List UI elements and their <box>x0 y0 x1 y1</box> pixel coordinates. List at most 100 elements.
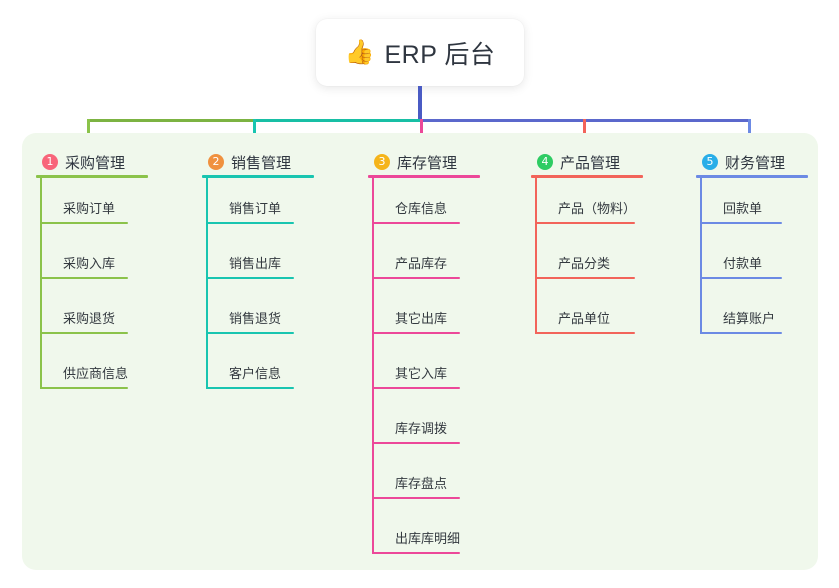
branch-item-rule <box>372 277 460 279</box>
branch-item[interactable]: 产品（物料） <box>531 175 636 230</box>
branch-header-rule-3 <box>368 175 480 178</box>
branch-item[interactable]: 产品分类 <box>531 230 635 285</box>
branch-spine-1 <box>40 175 42 389</box>
branch-badge-4: 4 <box>537 154 553 170</box>
branch-item[interactable]: 其它入库 <box>368 340 460 395</box>
root-node-title: ERP 后台 <box>384 40 496 69</box>
root-node-content: 👍 ERP 后台 <box>345 35 496 71</box>
branch-item-rule <box>700 332 782 334</box>
branch-item-rule <box>372 387 460 389</box>
branch-item-rule <box>535 222 635 224</box>
branch-item-rule <box>206 222 294 224</box>
branch-item-label: 其它入库 <box>395 366 448 381</box>
branch-item-rule <box>535 332 635 334</box>
branch-header-rule-2 <box>202 175 314 178</box>
branch-item[interactable]: 其它出库 <box>368 285 460 340</box>
branch-item[interactable]: 产品单位 <box>531 285 635 340</box>
branch-item-list-4: 产品（物料） 产品分类产品单位 <box>531 175 636 340</box>
branch-item-rule <box>206 387 294 389</box>
branch-item-label: 产品库存 <box>395 256 448 271</box>
branch-item-label: 库存调拨 <box>395 421 448 436</box>
branch-item-label: 仓库信息 <box>395 201 448 216</box>
branch-header-rule-5 <box>696 175 808 178</box>
branch-item-rule <box>700 277 782 279</box>
branch-column-2[interactable]: 2 销售管理销售订单销售出库销售退货客户信息 <box>202 149 314 395</box>
root-node[interactable]: 👍 ERP 后台 <box>316 19 524 86</box>
branch-badge-1: 1 <box>42 154 58 170</box>
branch-item-rule <box>206 332 294 334</box>
branch-item-label: 销售订单 <box>229 201 282 216</box>
branch-title-4: 产品管理 <box>560 154 621 172</box>
branch-item[interactable]: 销售退货 <box>202 285 294 340</box>
branch-spine-2 <box>206 175 208 389</box>
branch-header-2[interactable]: 2 销售管理 <box>202 149 314 178</box>
branch-item-label: 其它出库 <box>395 311 448 326</box>
branch-spine-5 <box>700 175 702 334</box>
branch-item[interactable]: 销售订单 <box>202 175 294 230</box>
branch-item-list-1: 采购订单采购入库采购退货供应商信息 <box>36 175 129 395</box>
branch-item[interactable]: 客户信息 <box>202 340 294 395</box>
branch-item-label: 采购订单 <box>63 201 116 216</box>
branch-item[interactable]: 库存调拨 <box>368 395 460 450</box>
branch-item-list-5: 回款单付款单结算账户 <box>696 175 785 340</box>
branch-item[interactable]: 采购退货 <box>36 285 128 340</box>
branch-title-2: 销售管理 <box>231 154 292 172</box>
branch-item[interactable]: 回款单 <box>696 175 785 230</box>
branch-item[interactable]: 采购订单 <box>36 175 128 230</box>
branch-item-rule <box>40 277 128 279</box>
branch-item-label: 回款单 <box>723 201 763 216</box>
branch-item-rule <box>535 277 635 279</box>
branch-badge-2: 2 <box>208 154 224 170</box>
branch-item-rule <box>40 222 128 224</box>
branch-item[interactable]: 产品库存 <box>368 230 460 285</box>
branch-item[interactable]: 供应商信息 <box>36 340 129 395</box>
branch-item-label: 结算账户 <box>723 311 776 326</box>
branch-item[interactable]: 付款单 <box>696 230 785 285</box>
thumbs-up-icon: 👍 <box>344 38 375 66</box>
branch-item-label: 产品单位 <box>558 311 611 326</box>
branch-item-rule <box>372 497 460 499</box>
branch-header-rule-1 <box>36 175 148 178</box>
branch-header-3[interactable]: 3 库存管理 <box>368 149 480 178</box>
branch-item[interactable]: 库存盘点 <box>368 450 460 505</box>
branch-item-rule <box>372 222 460 224</box>
branch-item[interactable]: 出库库明细 <box>368 505 461 560</box>
branch-item-rule <box>372 552 460 554</box>
branch-badge-3: 3 <box>374 154 390 170</box>
branch-item-list-2: 销售订单销售出库销售退货客户信息 <box>202 175 294 395</box>
branch-item-label: 库存盘点 <box>395 476 448 491</box>
branch-item-rule <box>206 277 294 279</box>
branch-item[interactable]: 销售出库 <box>202 230 294 285</box>
branch-column-4[interactable]: 4 产品管理产品（物料） 产品分类产品单位 <box>531 149 643 340</box>
branch-item-label: 出库库明细 <box>395 531 461 546</box>
branch-item[interactable]: 结算账户 <box>696 285 785 340</box>
branch-column-3[interactable]: 3 库存管理仓库信息产品库存其它出库其它入库库存调拨库存盘点出库库明细 <box>368 149 480 560</box>
branch-header-4[interactable]: 4 产品管理 <box>531 149 643 178</box>
branch-title-5: 财务管理 <box>725 154 786 172</box>
branch-item-label: 产品（物料） <box>558 201 637 216</box>
connector-bus-segment-2 <box>253 119 423 122</box>
branch-item-rule <box>700 222 782 224</box>
branch-item-label: 销售退货 <box>229 311 282 326</box>
branch-item-label: 采购入库 <box>63 256 116 271</box>
branch-header-rule-4 <box>531 175 643 178</box>
branch-item-rule <box>40 332 128 334</box>
branch-item-label: 供应商信息 <box>63 366 129 381</box>
branch-item-rule <box>372 332 460 334</box>
branch-item-rule <box>372 442 460 444</box>
branch-item-label: 付款单 <box>723 256 763 271</box>
branch-item[interactable]: 采购入库 <box>36 230 128 285</box>
branch-item-label: 销售出库 <box>229 256 282 271</box>
branch-item[interactable]: 仓库信息 <box>368 175 460 230</box>
branch-item-rule <box>40 387 128 389</box>
branch-title-3: 库存管理 <box>397 154 458 172</box>
connector-bus-segment-1 <box>87 119 256 122</box>
connector-center-stem <box>418 86 422 122</box>
branch-item-list-3: 仓库信息产品库存其它出库其它入库库存调拨库存盘点出库库明细 <box>368 175 461 560</box>
branch-item-label: 采购退货 <box>63 311 116 326</box>
